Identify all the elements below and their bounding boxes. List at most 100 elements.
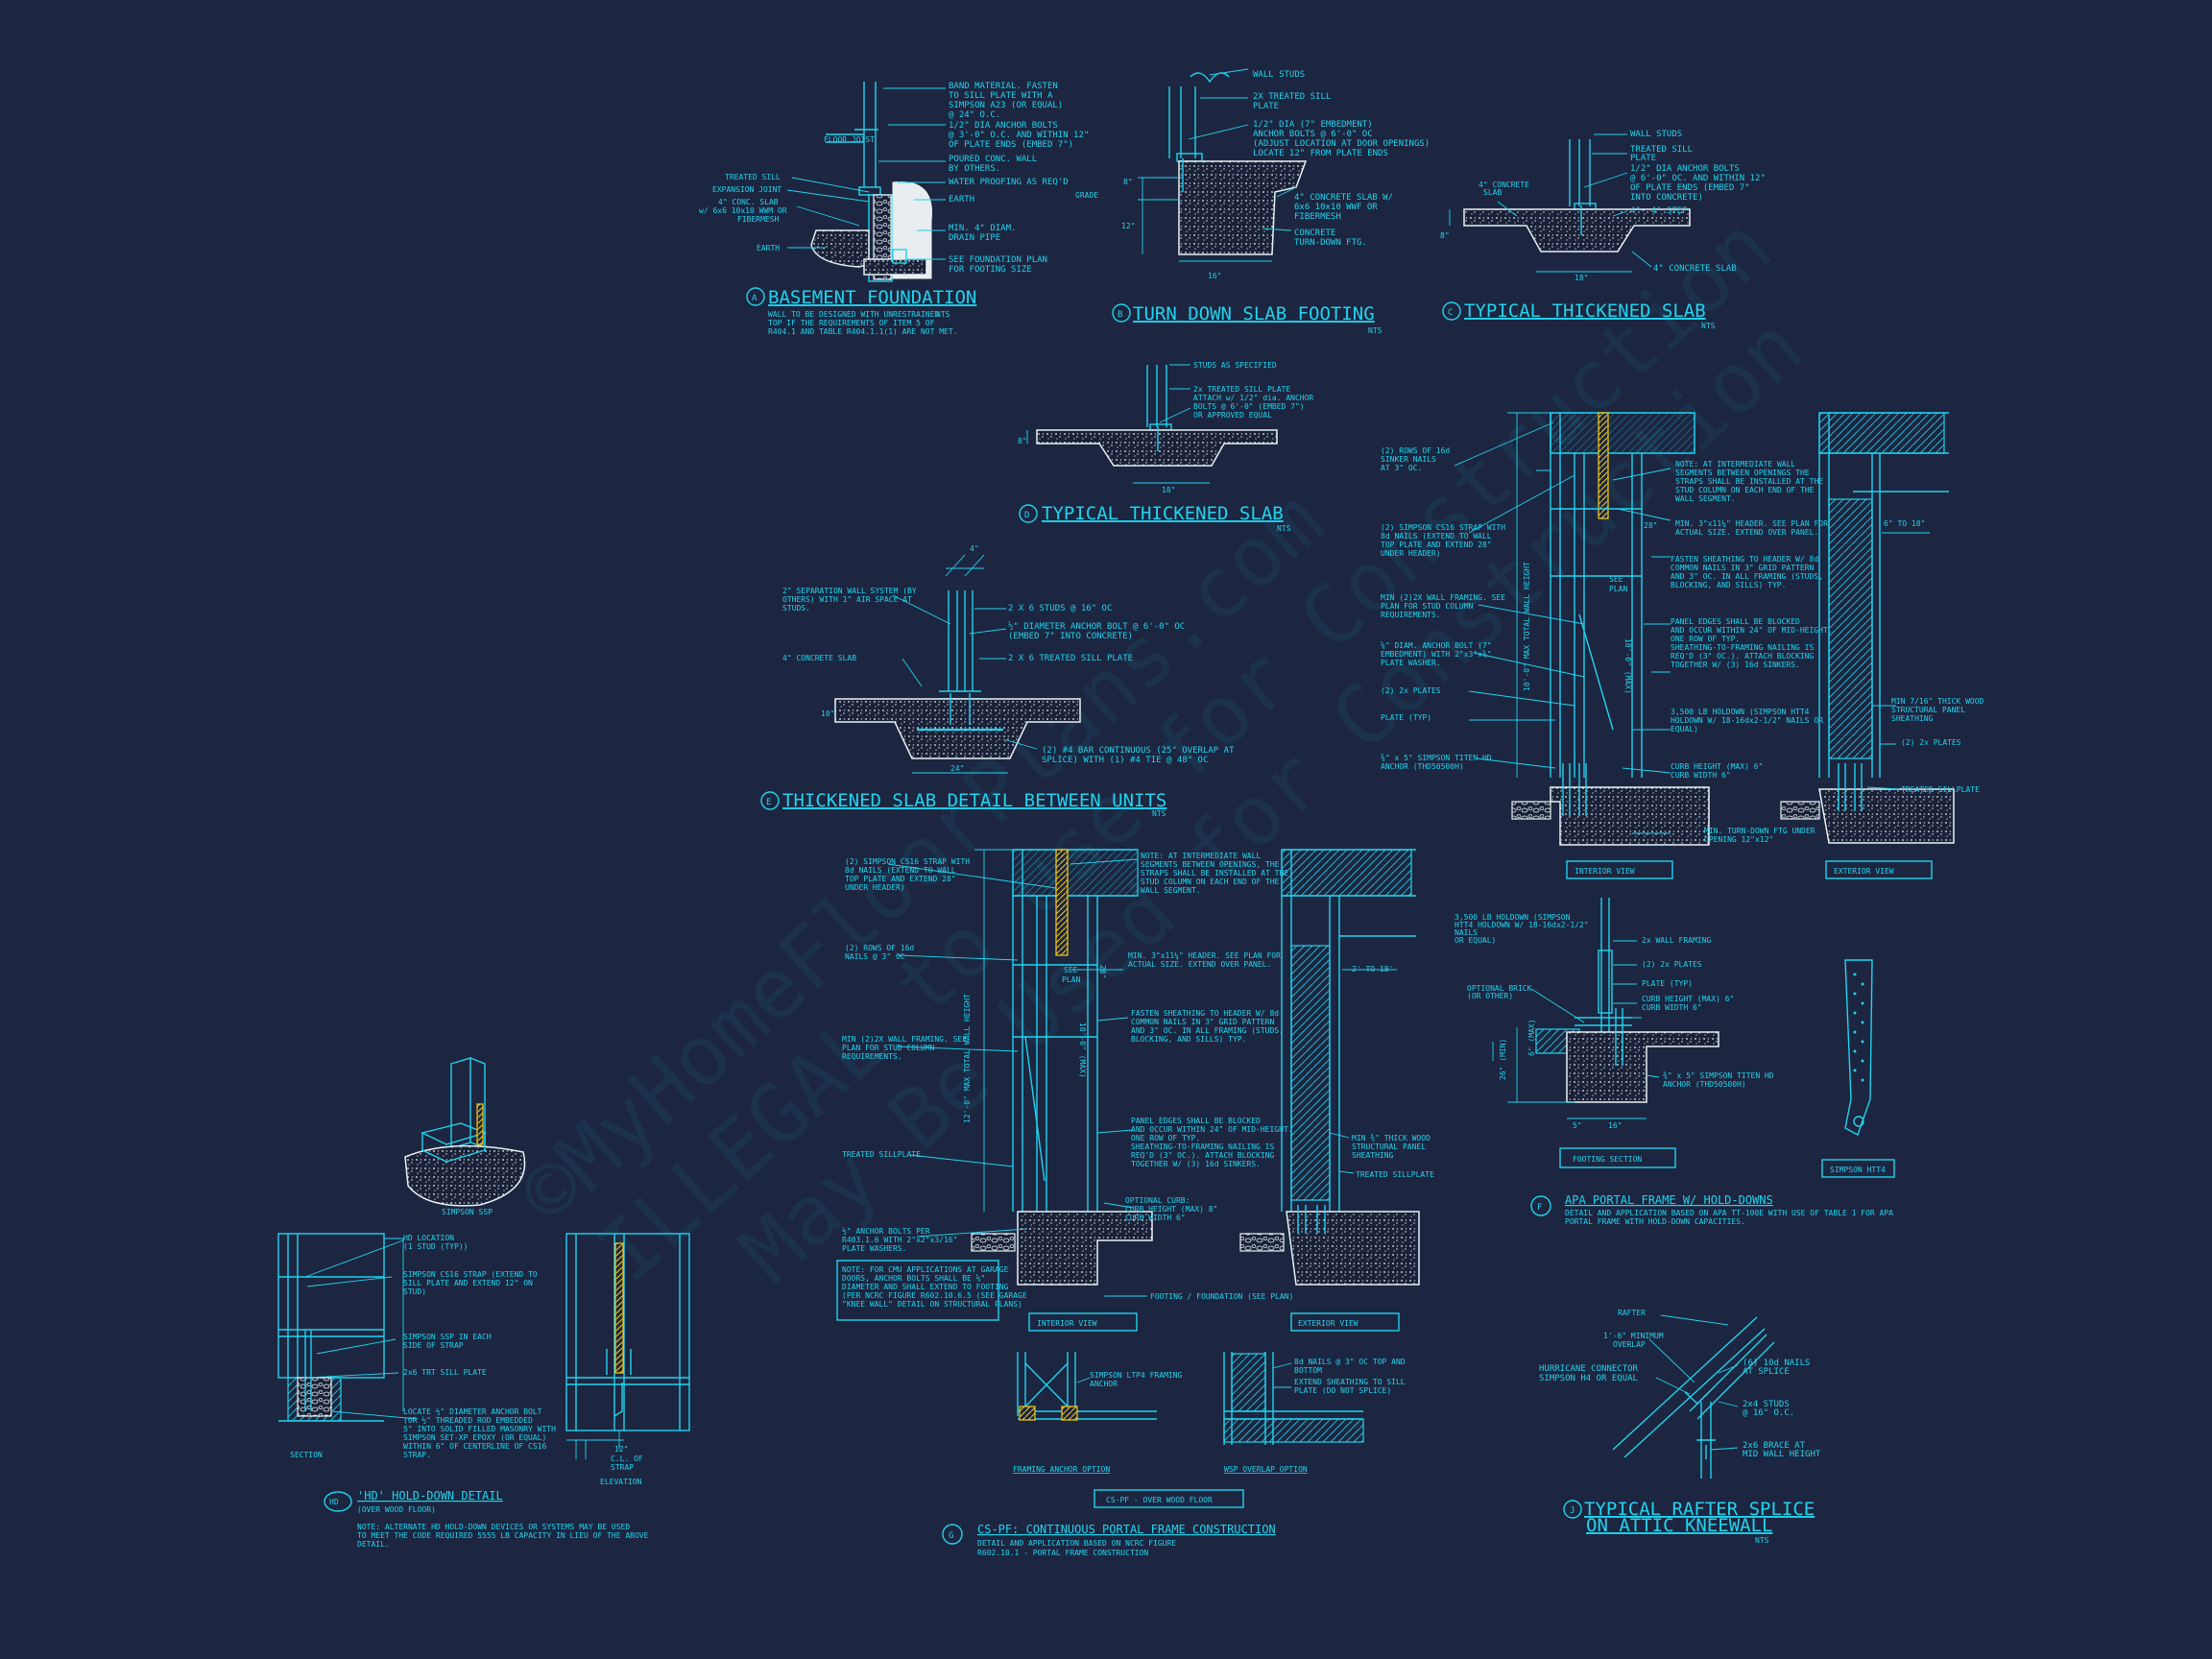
- note: REQ'D (3" OC.). ATTACH BLOCKING: [1671, 652, 1814, 661]
- note: BOTTOM: [1294, 1366, 1322, 1375]
- detail-letter: G: [949, 1531, 953, 1541]
- note: (2) #4 BAR CONTINUOUS (25" OVERLAP AT: [1042, 746, 1235, 756]
- note: ½" DIAMETER ANCHOR BOLT @ 6'-0" OC: [1008, 621, 1185, 632]
- note: 8d NAILS @ 3" OC TOP AND: [1294, 1358, 1406, 1366]
- note: FOOTING / FOUNDATION (SEE PLAN): [1150, 1292, 1293, 1301]
- caption: SECTION: [290, 1451, 323, 1459]
- note: @ 6'-0" OC. AND WITHIN 12": [1630, 174, 1766, 183]
- note: FIBERMESH: [1294, 212, 1341, 222]
- label: TREATED SILL: [725, 173, 781, 181]
- note: CURB HEIGHT (MAX) 8": [1125, 1205, 1217, 1214]
- subtitle: R404.1 AND TABLE R404.1.1(1) ARE NOT MET…: [768, 327, 957, 336]
- subtitle: TO MEET THE CODE REQUIRED 5555 LB CAPACI…: [357, 1531, 649, 1540]
- label: FLOOR JOIST: [824, 135, 875, 144]
- dimension: STRAP: [611, 1463, 634, 1472]
- note: MIN. 3"x11¼" HEADER. SEE PLAN FOR: [1128, 951, 1281, 960]
- note: 4" CONCRETE SLAB: [782, 654, 856, 662]
- detail-letter: F: [1537, 1203, 1542, 1213]
- note: OF PLATE ENDS (EMBED 7"): [949, 140, 1073, 150]
- dimension: 12": [614, 1445, 628, 1454]
- note: MIN. 3"x11¼" HEADER. SEE PLAN FOR: [1675, 519, 1828, 528]
- note: PLATE: [1630, 154, 1656, 163]
- detail-title: THICKENED SLAB DETAIL BETWEEN UNITS: [782, 790, 1166, 811]
- detail-title: CS-PF: CONTINUOUS PORTAL FRAME CONSTRUCT…: [977, 1523, 1276, 1536]
- note: BLOCKING, AND SILLS) TYP.: [1131, 1035, 1246, 1044]
- note: (6) 10d NAILS: [1743, 1358, 1810, 1368]
- note: (2) 2x PLATES: [1642, 960, 1702, 969]
- note: (2) SIMPSON CS16 STRAP WITH: [1381, 523, 1505, 532]
- view-label: INTERIOR VIEW: [1575, 867, 1635, 876]
- note: TREATED SILL: [1630, 145, 1693, 155]
- dimension: 4": [970, 544, 979, 553]
- note: CURB HEIGHT (MAX) 6": [1642, 995, 1734, 1003]
- label: SEE: [1064, 966, 1078, 974]
- subtitle: PORTAL FRAME WITH HOLD-DOWN CAPACITIES.: [1565, 1217, 1745, 1226]
- nts: NTS: [1368, 326, 1382, 335]
- note: ANCHOR (THD50500H): [1381, 762, 1464, 771]
- note: PLATE: [1381, 713, 1404, 722]
- note: OPTIONAL CURB:: [1125, 1196, 1190, 1205]
- note: LOCATE 12" FROM PLATE ENDS: [1253, 149, 1388, 158]
- note: MIN (2)2X WALL FRAMING. SEE: [1381, 593, 1505, 602]
- dimension: 10": [821, 709, 834, 718]
- dimension: 16": [1608, 1121, 1622, 1130]
- note: SIMPSON SET-XP EPOXY (OR EQUAL): [403, 1433, 546, 1442]
- note: DOORS, ANCHOR BOLTS SHALL BE ⅝": [842, 1274, 985, 1283]
- note: (2) SIMPSON CS16 STRAP WITH: [845, 857, 970, 866]
- note: PLAN FOR STUD COLUMN: [1381, 602, 1474, 611]
- note: HURRICANE CONNECTOR: [1539, 1364, 1639, 1374]
- note: 1/2" DIA ANCHOR BOLTS: [949, 121, 1058, 131]
- note: EQUAL): [1671, 725, 1698, 733]
- dimension: 26" (MIN): [1499, 1039, 1507, 1080]
- detail-title: BASEMENT FOUNDATION: [768, 287, 976, 308]
- note: SEGMENTS BETWEEN OPENINGS, THE: [1141, 860, 1280, 869]
- dimension: 12'-0" MAX TOTAL WALL HEIGHT: [963, 994, 972, 1123]
- note: DRAIN PIPE: [949, 233, 1000, 243]
- note: SHEATHING-TO-FRAMING NAILING IS: [1671, 643, 1814, 652]
- note: BLOCKING, AND SILLS) TYP.: [1671, 581, 1786, 589]
- note: NAILS: [1455, 928, 1478, 937]
- note: STUDS.: [782, 604, 810, 613]
- note: INTO CONCRETE): [1630, 193, 1703, 203]
- label: 4" CONCRETE: [1479, 180, 1529, 189]
- note: AND OCCUR WITHIN 24" OF MID-HEIGHT.: [1671, 626, 1833, 635]
- note: R403.1.6 WITH 2"x2"x3/16": [842, 1236, 957, 1244]
- note: SIMPSON SSP IN EACH: [403, 1333, 492, 1341]
- note: SILL PLATE AND EXTEND 12" ON: [403, 1279, 533, 1287]
- note: EARTH: [949, 195, 974, 204]
- nts: NTS: [1755, 1536, 1769, 1545]
- note: TOP PLATE AND EXTEND 28": [1381, 541, 1492, 549]
- note: PLATE: [1253, 102, 1279, 111]
- note: 2x WALL FRAMING: [1642, 936, 1711, 945]
- note: SEE FOUNDATION PLAN: [949, 255, 1047, 265]
- note: STRAPS SHALL BE INSTALLED AT THE: [1141, 869, 1288, 878]
- note: WALL STUDS: [1253, 70, 1305, 80]
- dimension: 10'-0" MAX TOTAL WALL HEIGHT: [1523, 562, 1531, 691]
- note: 3,500 LB HOLDOWN (SIMPSON: [1455, 913, 1571, 922]
- note: 2 X 6 TREATED SILL PLATE: [1008, 654, 1133, 663]
- note: WALL STUDS: [1630, 130, 1682, 139]
- label: PLAN: [1609, 585, 1627, 593]
- view-label: FOOTING SECTION: [1573, 1155, 1642, 1164]
- note: 4" CONCRETE SLAB W/: [1294, 193, 1393, 203]
- nts: NTS: [1277, 524, 1291, 533]
- note: ⅝" DIAM. ANCHOR BOLT (7": [1381, 641, 1492, 650]
- note: TURN-DOWN FTG.: [1294, 238, 1367, 248]
- note: PANEL EDGES SHALL BE BLOCKED: [1671, 617, 1800, 626]
- dimension: 16": [1208, 272, 1221, 280]
- detail-j-rafter-splice: RAFTER 1'-6" MINIMUM OVERLAP HURRICANE C…: [1539, 1309, 1821, 1545]
- note: @ 3'-0" O.C. AND WITHIN 12": [949, 131, 1089, 140]
- note: (2) 2x PLATES: [1381, 686, 1441, 695]
- note: 4"- 4" STEP: [1630, 206, 1688, 216]
- note: 2x6 BRACE AT: [1743, 1441, 1806, 1451]
- note: ACTUAL SIZE. EXTEND OVER PANEL.: [1675, 528, 1818, 537]
- note: CURB WIDTH 6": [1671, 771, 1731, 780]
- note: CURB HEIGHT (MAX) 6": [1671, 762, 1763, 771]
- note: TOGETHER W/ (3) 16d SINKERS.: [1131, 1160, 1261, 1168]
- note: MIN. TURN-DOWN FTG UNDER: [1704, 827, 1815, 835]
- note: AT 3" OC.: [1381, 464, 1422, 472]
- note: (1 STUD (TYP)): [403, 1242, 468, 1251]
- note: COMMON NAILS IN 3" GRID PATTERN: [1671, 564, 1814, 572]
- nts: NTS: [936, 310, 950, 319]
- note: SIMPSON A23 (OR EQUAL): [949, 101, 1063, 110]
